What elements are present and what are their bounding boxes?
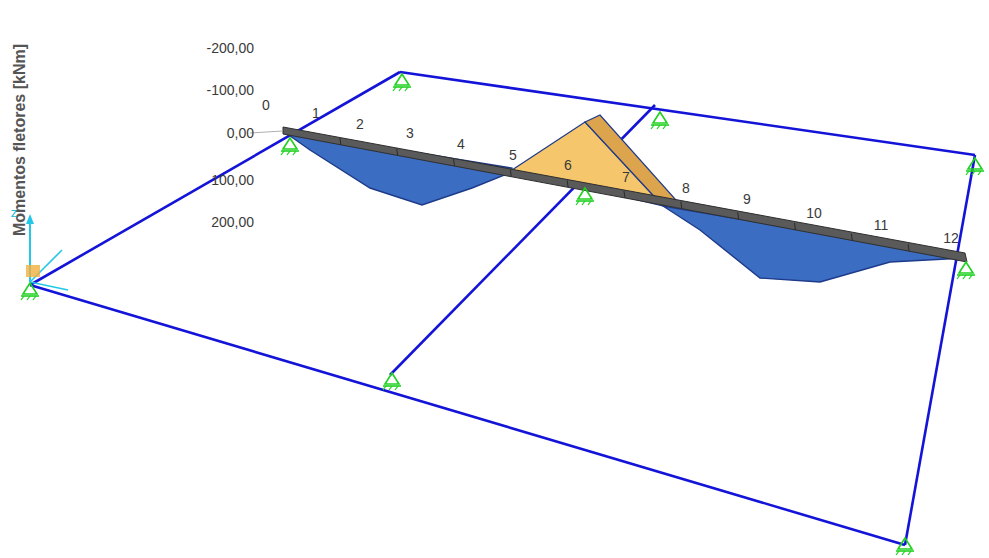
support-symbol bbox=[576, 188, 594, 205]
supports bbox=[21, 74, 984, 555]
support-symbol bbox=[966, 158, 984, 175]
division-tick bbox=[851, 234, 852, 241]
station-number: 0 bbox=[262, 98, 270, 112]
station-number: 7 bbox=[622, 170, 630, 184]
support-symbol bbox=[383, 373, 401, 390]
division-tick bbox=[340, 138, 341, 145]
axis-value: 100,00 bbox=[211, 173, 254, 187]
axis-value: -200,00 bbox=[207, 41, 254, 55]
frame-lines bbox=[30, 72, 975, 545]
frame-beam bbox=[30, 285, 905, 545]
support-symbol bbox=[281, 138, 299, 155]
beam-member bbox=[283, 127, 967, 262]
division-tick bbox=[738, 212, 739, 219]
division-tick bbox=[908, 244, 909, 251]
support-symbol bbox=[957, 262, 975, 279]
axis-value: 0,00 bbox=[227, 126, 254, 140]
station-number: 2 bbox=[356, 117, 364, 131]
beam-divisions bbox=[340, 138, 909, 252]
positive-moment-area bbox=[663, 206, 965, 282]
division-tick bbox=[624, 191, 625, 198]
frame-beam bbox=[400, 72, 975, 155]
axis-value: -100,00 bbox=[207, 83, 254, 97]
station-number: 3 bbox=[406, 126, 414, 140]
station-number: 8 bbox=[682, 181, 690, 195]
division-tick bbox=[567, 180, 568, 187]
station-number: 10 bbox=[806, 206, 822, 220]
axis-origin bbox=[26, 265, 40, 277]
x-axis bbox=[30, 282, 68, 290]
division-tick bbox=[681, 202, 682, 209]
frame-beam bbox=[30, 72, 400, 285]
axis-letter: z bbox=[11, 206, 18, 219]
station-number: 11 bbox=[874, 218, 889, 232]
zero-axis-line bbox=[250, 131, 283, 133]
station-number: 5 bbox=[509, 148, 517, 162]
station-number: 6 bbox=[564, 158, 572, 172]
support-symbol bbox=[896, 538, 914, 555]
station-number: 12 bbox=[943, 231, 959, 245]
frame-beam bbox=[905, 155, 975, 545]
division-tick bbox=[510, 170, 511, 177]
station-number: 1 bbox=[312, 106, 320, 120]
station-number: 4 bbox=[457, 137, 465, 151]
station-number: 9 bbox=[743, 192, 751, 206]
support-symbol bbox=[651, 112, 669, 129]
division-tick bbox=[454, 159, 455, 166]
axis-triad bbox=[26, 214, 68, 290]
division-tick bbox=[795, 223, 796, 230]
division-tick bbox=[397, 148, 398, 155]
support-symbol bbox=[393, 74, 411, 91]
axis-value: 200,00 bbox=[211, 215, 254, 229]
support-symbol bbox=[21, 283, 39, 300]
